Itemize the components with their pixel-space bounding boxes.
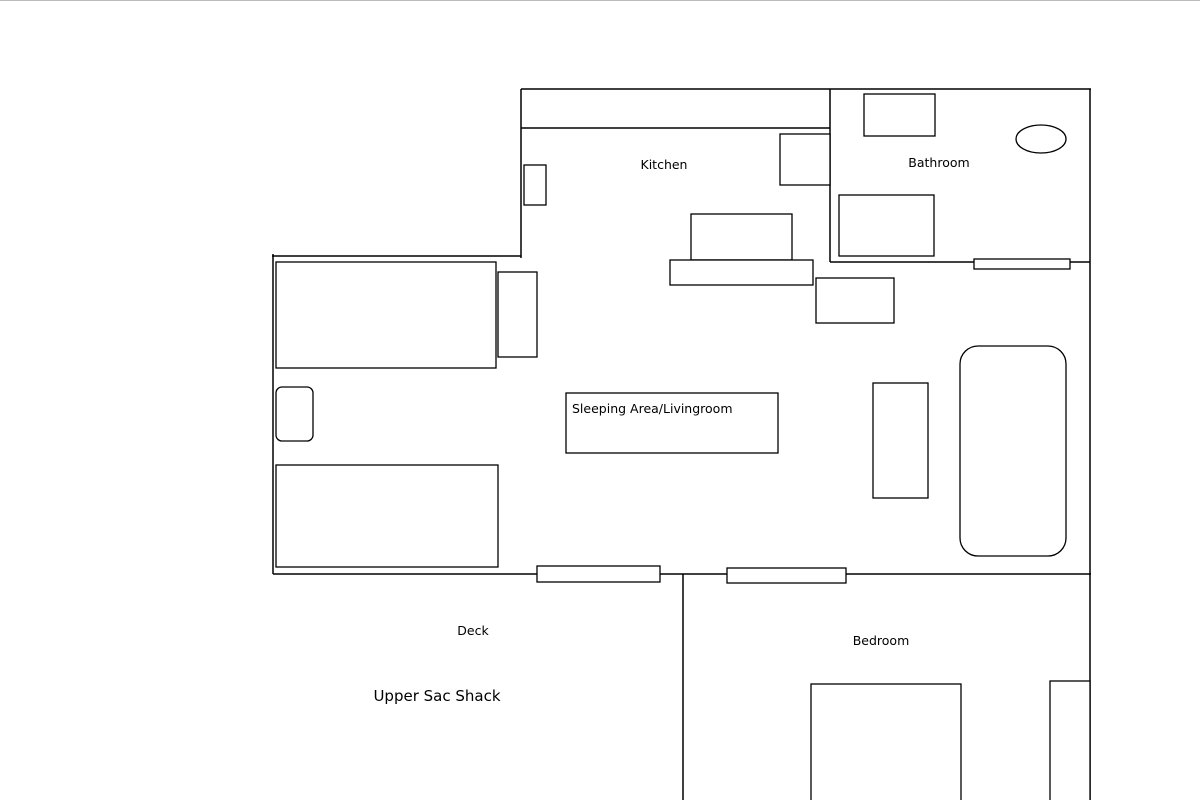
window-right: [726, 567, 847, 584]
sofa: [959, 345, 1067, 557]
label-bedroom: Bedroom: [853, 633, 910, 648]
bathroom-shower: [838, 194, 935, 257]
bed-top: [275, 261, 497, 369]
bathroom-fixtures: [838, 93, 1071, 270]
living-table: [565, 392, 779, 454]
bedroom-fixtures: [810, 680, 1091, 800]
nightstand: [497, 271, 538, 358]
bathroom-sink: [863, 93, 936, 137]
stove-base: [669, 259, 814, 286]
label-deck: Deck: [457, 623, 489, 638]
stove: [690, 213, 793, 261]
fridge: [779, 133, 831, 186]
bed-bottom: [275, 464, 499, 568]
kitchen-fixtures: [523, 133, 895, 324]
bathroom-toilet: [1015, 124, 1067, 154]
window-left: [536, 565, 661, 583]
kitchen-cabinet: [523, 164, 547, 206]
plan-title: Upper Sac Shack: [373, 687, 500, 705]
label-kitchen: Kitchen: [641, 157, 688, 172]
bathroom-window: [973, 258, 1071, 270]
label-bathroom: Bathroom: [908, 155, 969, 170]
label-living: Sleeping Area/Livingroom: [572, 401, 733, 416]
kitchen-table: [815, 277, 895, 324]
side-table: [275, 386, 314, 442]
bedroom-closet: [1049, 680, 1091, 800]
coffee-table: [872, 382, 929, 499]
living-fixtures: [275, 261, 1067, 584]
bedroom-bed: [810, 683, 962, 800]
